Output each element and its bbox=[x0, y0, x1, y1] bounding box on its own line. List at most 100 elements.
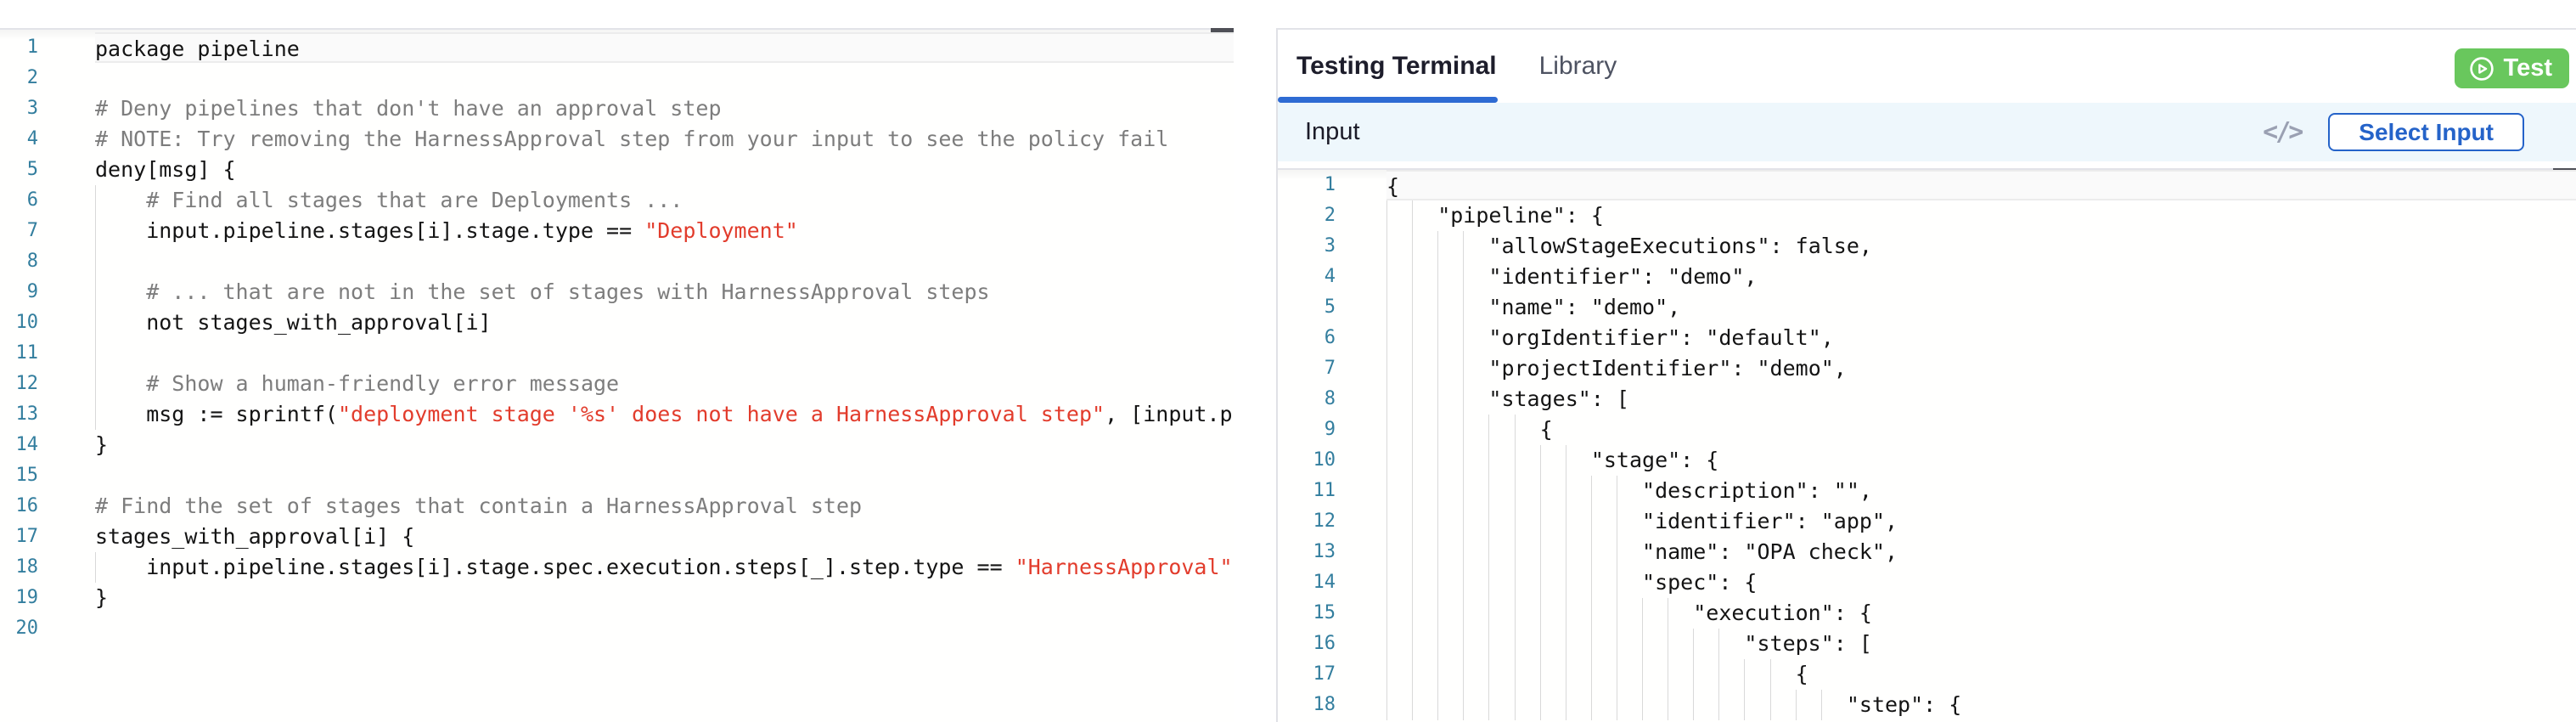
code-line-content[interactable]: { bbox=[1386, 170, 2576, 200]
code-line-content[interactable] bbox=[95, 246, 1234, 277]
code-line-content[interactable] bbox=[95, 613, 1234, 644]
input-json-editor[interactable]: 1{2"pipeline": {3"allowStageExecutions":… bbox=[1278, 168, 2576, 722]
code-line-content[interactable]: # Deny pipelines that don't have an appr… bbox=[95, 93, 1234, 124]
tab-testing-terminal[interactable]: Testing Terminal bbox=[1296, 52, 1497, 80]
indent-guide bbox=[1795, 690, 1797, 720]
line-number: 12 bbox=[15, 373, 39, 394]
code-line-content[interactable]: msg := sprintf("deployment stage '%s' do… bbox=[95, 399, 1234, 430]
indent-guide bbox=[1514, 476, 1516, 506]
indent-guide bbox=[1412, 292, 1414, 323]
indent-guide bbox=[1386, 567, 1387, 598]
tab-library[interactable]: Library bbox=[1538, 52, 1617, 80]
indent-guide bbox=[95, 216, 96, 246]
code-line-content[interactable]: "identifier": "app", bbox=[1386, 506, 2576, 537]
indent-guide bbox=[1463, 567, 1465, 598]
code-line-content[interactable]: { bbox=[1386, 415, 2576, 445]
code-view-icon[interactable]: </> bbox=[2263, 117, 2303, 147]
code-line: 7"projectIdentifier": "demo", bbox=[1278, 353, 2576, 384]
indent-guide bbox=[1590, 476, 1592, 506]
code-line-content[interactable]: # Show a human-friendly error message bbox=[95, 369, 1234, 399]
indent-guide bbox=[1539, 690, 1541, 720]
line-number: 17 bbox=[15, 526, 39, 547]
code-line-content[interactable]: "identifier": "demo", bbox=[1386, 262, 2576, 292]
code-line-content[interactable]: "allowStageExecutions": false, bbox=[1386, 231, 2576, 262]
indent-guide bbox=[1437, 537, 1439, 567]
indent-guide bbox=[1590, 567, 1592, 598]
line-number: 5 bbox=[26, 159, 38, 180]
code-line-content[interactable]: } bbox=[95, 430, 1234, 460]
code-line-content[interactable]: "description": "", bbox=[1386, 476, 2576, 506]
indent-guide bbox=[1539, 476, 1541, 506]
code-line-content[interactable]: "projectIdentifier": "demo", bbox=[1386, 353, 2576, 384]
test-button[interactable]: Test bbox=[2454, 48, 2569, 88]
code-line-content[interactable]: "steps": [ bbox=[1386, 629, 2576, 659]
indent-guide bbox=[1412, 231, 1414, 262]
code-line-content[interactable]: input.pipeline.stages[i].stage.type == "… bbox=[95, 216, 1234, 246]
code-line-content[interactable]: package pipeline bbox=[95, 32, 1234, 63]
code-line: 2 bbox=[0, 63, 1234, 93]
indent-guide bbox=[1437, 476, 1439, 506]
code-line: 8"stages": [ bbox=[1278, 384, 2576, 415]
line-number: 15 bbox=[1313, 602, 1336, 623]
code-line: 1{ bbox=[1278, 170, 2576, 200]
code-line-content[interactable]: # Find the set of stages that contain a … bbox=[95, 491, 1234, 522]
select-input-button[interactable]: Select Input bbox=[2328, 113, 2524, 151]
indent-guide bbox=[1437, 415, 1439, 445]
code-line-content[interactable] bbox=[95, 63, 1234, 93]
code-line: 6# Find all stages that are Deployments … bbox=[0, 185, 1234, 216]
code-token: "orgIdentifier": "default", bbox=[1488, 325, 1834, 350]
code-line-content[interactable]: # ... that are not in the set of stages … bbox=[95, 277, 1234, 307]
indent-guide bbox=[1386, 476, 1387, 506]
string-token: "HarnessApproval" bbox=[1015, 555, 1233, 579]
indent-guide bbox=[1386, 506, 1387, 537]
line-number: 2 bbox=[1324, 205, 1336, 226]
code-line-content[interactable]: not stages_with_approval[i] bbox=[95, 307, 1234, 338]
code-line-content[interactable]: stages_with_approval[i] { bbox=[95, 522, 1234, 552]
code-line: 2 "pipeline": { bbox=[1278, 200, 2576, 231]
indent-guide bbox=[1463, 384, 1465, 415]
code-line-content[interactable]: "name": "OPA check", bbox=[1386, 537, 2576, 567]
line-number: 6 bbox=[1324, 327, 1336, 348]
indent-guide bbox=[1488, 445, 1490, 476]
code-line-content[interactable]: deny[msg] { bbox=[95, 155, 1234, 185]
code-line-content[interactable]: input.pipeline.stages[i].stage.spec.exec… bbox=[95, 552, 1234, 583]
line-number: 1 bbox=[1324, 174, 1336, 195]
indent-guide bbox=[95, 399, 96, 430]
input-section-title: Input bbox=[1305, 118, 1360, 145]
code-line-content[interactable]: "name": "demo", bbox=[1386, 292, 2576, 323]
code-line: 12"identifier": "app", bbox=[1278, 506, 2576, 537]
code-line-content[interactable]: "spec": { bbox=[1386, 567, 2576, 598]
code-line-content[interactable] bbox=[95, 460, 1234, 491]
indent-guide bbox=[1463, 292, 1465, 323]
code-line-content[interactable]: "orgIdentifier": "default", bbox=[1386, 323, 2576, 353]
code-token: deny[msg] { bbox=[95, 157, 236, 182]
code-line-content[interactable]: # Find all stages that are Deployments .… bbox=[95, 185, 1234, 216]
indent-guide bbox=[1386, 598, 1387, 629]
indent-guide bbox=[1437, 384, 1439, 415]
indent-guide bbox=[1488, 659, 1490, 690]
code-line-content[interactable]: # NOTE: Try removing the HarnessApproval… bbox=[95, 124, 1234, 155]
line-number: 14 bbox=[15, 434, 39, 455]
code-line-content[interactable]: { bbox=[1386, 659, 2576, 690]
line-number: 18 bbox=[1313, 694, 1336, 715]
code-line-content[interactable]: } bbox=[95, 583, 1234, 613]
indent-guide bbox=[1488, 629, 1490, 659]
indent-guide bbox=[1514, 445, 1516, 476]
code-line-content[interactable]: "step": { bbox=[1386, 690, 2576, 720]
code-line-content[interactable]: "execution": { bbox=[1386, 598, 2576, 629]
line-number: 20 bbox=[15, 618, 39, 639]
code-line-content[interactable]: "pipeline": { bbox=[1386, 200, 2576, 231]
code-line-content[interactable]: "stages": [ bbox=[1386, 384, 2576, 415]
indent-guide bbox=[1412, 384, 1414, 415]
code-line-content[interactable]: "stage": { bbox=[1386, 445, 2576, 476]
code-line-content[interactable] bbox=[95, 338, 1234, 369]
line-number: 15 bbox=[15, 465, 39, 486]
line-number: 11 bbox=[1313, 480, 1336, 501]
indent-guide bbox=[1488, 598, 1490, 629]
input-json-lines[interactable]: 1{2"pipeline": {3"allowStageExecutions":… bbox=[1278, 170, 2576, 720]
indent-guide bbox=[95, 246, 96, 277]
